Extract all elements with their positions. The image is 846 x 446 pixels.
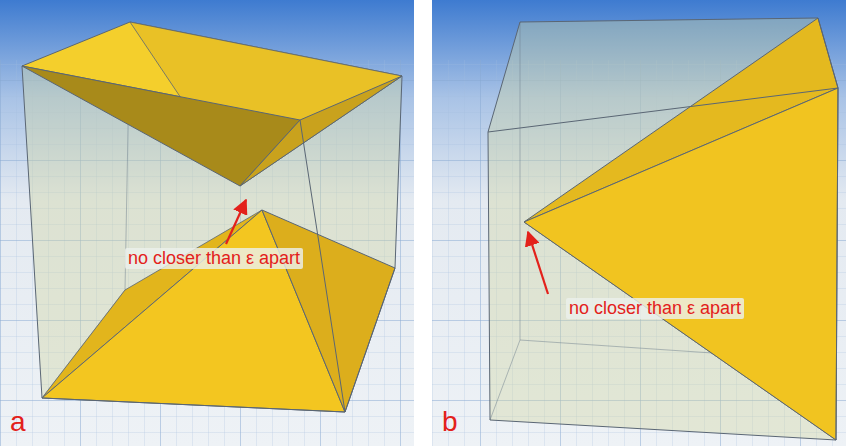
callout-note: no closer than ε apart [125,248,303,269]
panel-ground [0,0,414,446]
panel-gutter [414,0,432,446]
callout-note: no closer than ε apart [566,298,744,319]
panel-letter: b [442,406,458,438]
cube-b [488,18,838,440]
panel-letter: a [10,406,26,438]
leader-arrow [226,200,246,244]
leader-arrow [528,232,548,294]
cube-a [22,22,402,412]
panel-ground [432,0,846,446]
